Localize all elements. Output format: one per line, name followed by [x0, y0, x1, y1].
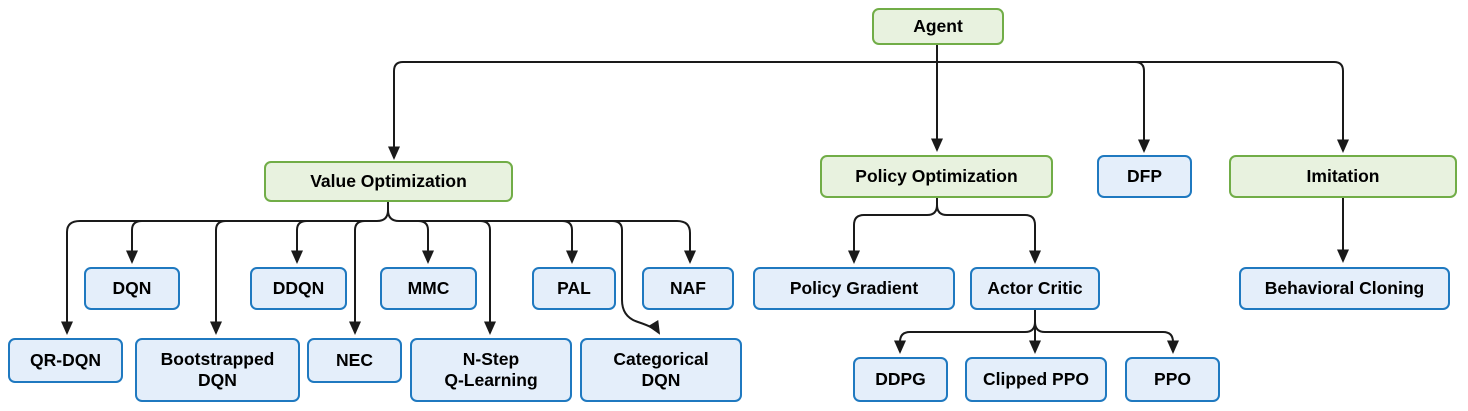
edge-actor-critic-to-ppo [1034, 310, 1179, 354]
node-label-policy-gradient: Policy Gradient [789, 277, 919, 298]
node-label-actor-critic: Actor Critic [987, 277, 1083, 298]
node-ppo: PPO [1125, 357, 1220, 402]
node-label-ppo: PPO [1154, 368, 1191, 389]
node-policy-gradient: Policy Gradient [753, 267, 955, 310]
edge-policy-optimization-to-policy-gradient [848, 198, 938, 264]
edge-agent-to-imitation [937, 61, 1349, 153]
edge-value-optimization-to-categorical-dqn [611, 220, 661, 335]
node-label-dqn: DQN [112, 277, 152, 298]
node-ddqn: DDQN [250, 267, 347, 310]
node-label-agent: Agent [913, 15, 963, 36]
node-n-step-q-learning: N-Step Q-Learning [410, 338, 572, 402]
edge-value-optimization-to-ddqn [291, 220, 308, 264]
node-mmc: MMC [380, 267, 477, 310]
node-clipped-ppo: Clipped PPO [965, 357, 1107, 402]
node-label-policy-optimization: Policy Optimization [855, 165, 1018, 186]
edge-actor-critic-to-ddpg [894, 310, 1036, 354]
edge-agent-to-dfp [937, 61, 1150, 153]
edge-value-optimization-to-n-step-q-learning [479, 220, 496, 335]
node-label-categorical-dqn: Categorical DQN [613, 348, 709, 390]
edge-value-optimization-to-dqn [126, 220, 143, 264]
edge-value-optimization-to-nec [349, 220, 366, 335]
node-label-value-optimization: Value Optimization [310, 170, 467, 191]
node-behavioral-cloning: Behavioral Cloning [1239, 267, 1450, 310]
node-policy-optimization: Policy Optimization [820, 155, 1053, 198]
node-categorical-dqn: Categorical DQN [580, 338, 742, 402]
edge-value-optimization-to-bootstrapped-dqn [210, 220, 227, 335]
node-label-mmc: MMC [407, 277, 450, 298]
node-label-bootstrapped-dqn: Bootstrapped DQN [160, 348, 275, 390]
node-nec: NEC [307, 338, 402, 383]
node-value-optimization: Value Optimization [264, 161, 513, 202]
node-imitation: Imitation [1229, 155, 1457, 198]
node-label-n-step-q-learning: N-Step Q-Learning [444, 348, 538, 390]
node-actor-critic: Actor Critic [970, 267, 1100, 310]
node-dfp: DFP [1097, 155, 1192, 198]
node-label-ddpg: DDPG [875, 368, 926, 389]
node-label-imitation: Imitation [1306, 165, 1380, 186]
edge-value-optimization-to-pal [561, 220, 578, 264]
node-ddpg: DDPG [853, 357, 948, 402]
node-label-clipped-ppo: Clipped PPO [983, 368, 1089, 389]
node-bootstrapped-dqn: Bootstrapped DQN [135, 338, 300, 402]
node-label-dfp: DFP [1127, 165, 1162, 186]
node-dqn: DQN [84, 267, 180, 310]
node-agent: Agent [872, 8, 1004, 45]
edge-value-optimization-to-qr-dqn [61, 202, 389, 335]
node-label-qr-dqn: QR-DQN [30, 349, 101, 370]
node-naf: NAF [642, 267, 734, 310]
node-label-ddqn: DDQN [272, 277, 325, 298]
edge-value-optimization-to-mmc [417, 220, 434, 264]
edge-policy-optimization-to-actor-critic [936, 198, 1041, 264]
edge-agent-to-value-optimization [388, 61, 937, 160]
node-label-pal: PAL [557, 277, 591, 298]
edge-group [61, 45, 1349, 354]
node-label-naf: NAF [670, 277, 706, 298]
edge-value-optimization-to-naf [387, 202, 696, 264]
node-pal: PAL [532, 267, 616, 310]
node-qr-dqn: QR-DQN [8, 338, 123, 383]
node-label-behavioral-cloning: Behavioral Cloning [1264, 277, 1425, 298]
node-label-nec: NEC [336, 349, 373, 370]
